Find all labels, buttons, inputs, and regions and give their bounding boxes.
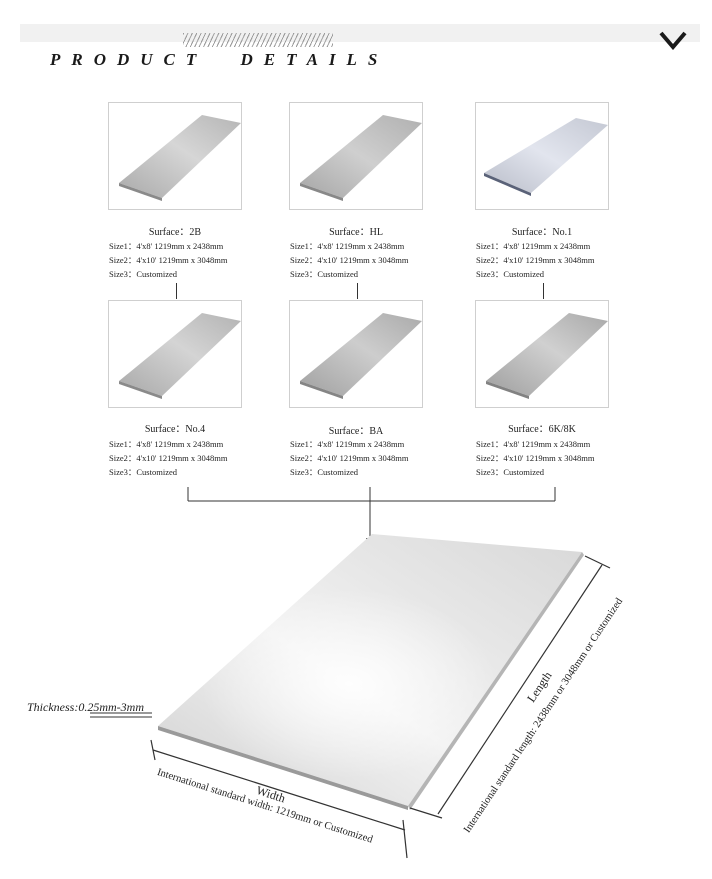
surface-ba-image xyxy=(289,300,423,408)
surface-label: Surface：HL xyxy=(329,227,383,238)
size3-text: Size3：Customized xyxy=(290,269,358,279)
size1-text: Size1：4'x8' 1219mm x 2438mm xyxy=(476,241,591,251)
size1-text: Size1：4'x8' 1219mm x 2438mm xyxy=(290,241,405,251)
width-dimension-line xyxy=(150,739,408,859)
size2-text: Size2：4'x10' 1219mm x 3048mm xyxy=(109,255,228,265)
size1-text: Size1：4'x8' 1219mm x 2438mm xyxy=(290,439,405,449)
surface-2b-image xyxy=(108,102,242,210)
surface-label: Surface：No.4 xyxy=(144,424,206,435)
surface-6k8k-image xyxy=(475,300,609,408)
size1-text: Size1：4'x8' 1219mm x 2438mm xyxy=(109,241,224,251)
surface-label: Surface：No.1 xyxy=(511,227,573,238)
size3-text: Size3：Customized xyxy=(109,467,177,477)
surface-label: Surface：BA xyxy=(328,426,384,437)
bracket-connector xyxy=(187,487,556,540)
chevron-down-icon[interactable] xyxy=(659,30,687,50)
surface-label: Surface：6K/8K xyxy=(508,424,576,435)
surface-label: Surface：2B xyxy=(148,227,202,238)
sheet-edge xyxy=(158,726,408,810)
size1-text: Size1：4'x8' 1219mm x 2438mm xyxy=(109,439,224,449)
size2-text: Size2：4'x10' 1219mm x 3048mm xyxy=(290,453,409,463)
surface-no1-image xyxy=(475,102,609,210)
size1-text: Size1：4'x8' 1219mm x 2438mm xyxy=(476,439,591,449)
length-dimension-line xyxy=(409,555,611,819)
size2-text: Size2：4'x10' 1219mm x 3048mm xyxy=(109,453,228,463)
size3-text: Size3：Customized xyxy=(476,269,544,279)
surface-no4-image xyxy=(108,300,242,408)
thickness-pointer xyxy=(90,712,152,718)
size3-text: Size3：Customized xyxy=(290,467,358,477)
size3-text: Size3：Customized xyxy=(476,467,544,477)
size2-text: Size2：4'x10' 1219mm x 3048mm xyxy=(476,255,595,265)
size2-text: Size2：4'x10' 1219mm x 3048mm xyxy=(290,255,409,265)
surface-hl-image xyxy=(289,102,423,210)
header-hatch-decoration xyxy=(183,33,333,47)
thickness-label: Thickness:0.25mm-3mm xyxy=(27,700,144,714)
size2-text: Size2：4'x10' 1219mm x 3048mm xyxy=(476,453,595,463)
sheet-side-edge xyxy=(408,552,584,810)
connector-line xyxy=(543,283,544,299)
size3-text: Size3：Customized xyxy=(109,269,177,279)
page-title: PRODUCT DETAILS xyxy=(50,50,389,69)
connector-line xyxy=(176,283,177,299)
sheet-highlight xyxy=(158,534,582,806)
connector-line xyxy=(357,283,358,299)
